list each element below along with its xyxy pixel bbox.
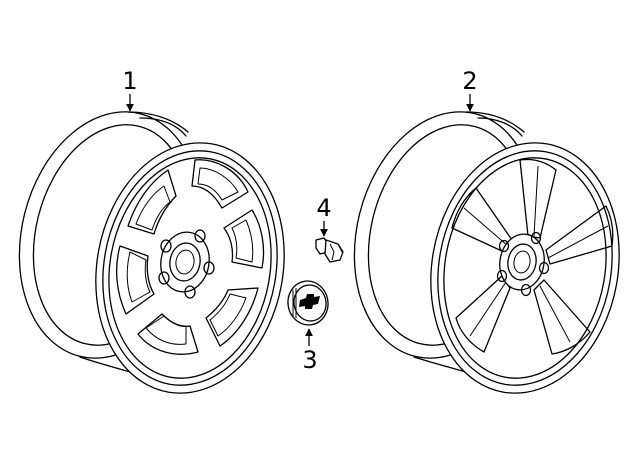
callout-1: 1	[122, 67, 138, 112]
center-cap-icon[interactable]	[284, 278, 331, 328]
callout-3: 3	[302, 328, 318, 374]
wheel-2-icon[interactable]	[329, 92, 638, 408]
lug-nut-icon[interactable]	[315, 237, 344, 263]
callout-2: 2	[462, 67, 478, 112]
callout-4-label: 4	[316, 194, 331, 222]
callout-4: 4	[316, 194, 332, 237]
callout-2-label: 2	[462, 67, 477, 95]
callout-1-label: 1	[122, 67, 137, 95]
callout-3-label: 3	[302, 346, 317, 374]
wheel-1-icon[interactable]	[0, 92, 303, 408]
